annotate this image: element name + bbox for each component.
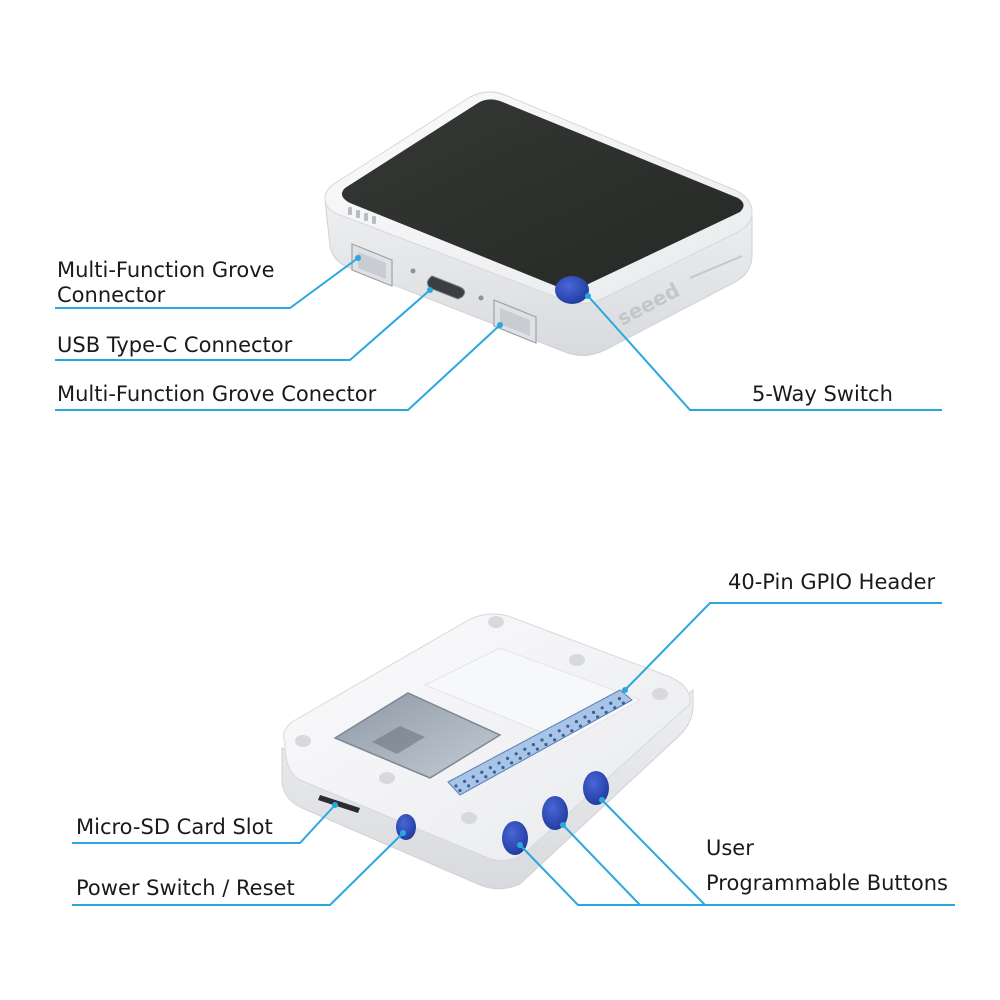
leader-lines [55,255,955,906]
leader-five-way [587,295,942,411]
gpio-pin [535,747,540,751]
device-front-wall [324,199,753,356]
gpio-pin [557,729,561,733]
label-user-buttons-line2: Programmable Buttons [706,871,948,895]
gpio-pin [587,719,591,724]
label-usb-c: USB Type-C Connector [57,333,293,357]
leader-dot [560,822,566,828]
gpio-pins [454,697,626,793]
user-button [542,796,568,830]
leader-user-button-2 [562,824,641,906]
leader-grove-right [55,324,501,411]
device-screen [341,99,744,290]
gpio-pin [609,701,613,705]
gpio-pin [497,761,501,765]
label-gpio-header: 40-Pin GPIO Header [728,570,935,594]
usb-c-port [426,275,466,300]
gpio-pin [549,733,553,738]
led-dot [410,268,416,274]
gpio-pin [574,720,579,724]
gpio-pin [467,784,471,788]
gpio-pin [480,770,484,774]
vent-marks [348,207,376,224]
gpio-pin [492,770,496,774]
gpio-pin [561,733,565,737]
gpio-pin [566,724,570,728]
leader-dot [355,255,361,261]
label-user-buttons-line1: User [706,836,754,860]
device-front-view: seeed [324,91,753,356]
leader-dot [517,842,523,848]
leader-dot [599,797,605,803]
label-grove-right: Multi-Function Grove Conector [57,382,377,406]
micro-sd-slot [318,795,360,813]
label-power-switch: Power Switch / Reset [76,876,295,900]
gpio-pin [600,706,604,710]
five-way-switch [555,276,589,304]
gpio-pin [471,775,475,779]
gpio-pin [578,724,583,728]
leader-micro-sd [72,804,336,844]
device-back-view [281,613,694,890]
user-button [583,771,609,805]
gpio-pin [553,738,557,742]
gpio-pin [514,752,518,756]
gpio-pin [596,715,600,719]
gpio-pin [458,788,462,793]
leader-user-button-3 [601,799,706,906]
leader-power [72,832,404,906]
device-back-wall [281,688,694,890]
gpio-pin [488,766,492,770]
gpio-pin [621,701,626,705]
label-five-way: 5-Way Switch [752,382,893,406]
screw-bosses [295,616,668,824]
leader-dot [400,830,406,836]
leader-usb-c [55,289,431,361]
gpio-pin [484,775,488,779]
gpio-pin [544,742,548,747]
gpio-pin [454,784,458,788]
gpio-pin [518,756,522,760]
gpio-pin [463,779,467,784]
leader-dot [332,802,338,808]
gpio-pin [531,743,536,747]
label-grove-left-line1: Multi-Function Grove [57,258,275,282]
gpio-pin [613,706,617,710]
gpio-pin [583,715,587,719]
brand-underline [689,255,743,279]
leader-dot [497,322,503,328]
grove-port-right [493,299,537,344]
gpio-pin [570,729,574,733]
gpio-pin [510,761,514,765]
gpio-pin [604,710,608,714]
label-grove-left-line2: Connector [57,283,166,307]
gpio-pin [592,710,596,715]
label-micro-sd: Micro-SD Card Slot [76,815,273,839]
leader-dot [622,687,628,693]
gpio-pin [617,697,622,701]
led-dot [478,295,484,301]
leader-dot [585,293,591,299]
gpio-pin [475,779,479,783]
gpio-pin [501,765,505,770]
leader-user-buttons [519,844,955,906]
leader-grove-left [55,257,359,309]
leader-gpio [624,602,942,691]
gpio-pin [506,756,510,761]
leader-dot [427,287,433,293]
gpio-pin [527,752,531,756]
gpio-pin [540,738,544,742]
callout-labels: Multi-Function Grove Connector USB Type-… [57,258,948,900]
window-chip [372,726,425,754]
gpio-pin [523,747,527,751]
